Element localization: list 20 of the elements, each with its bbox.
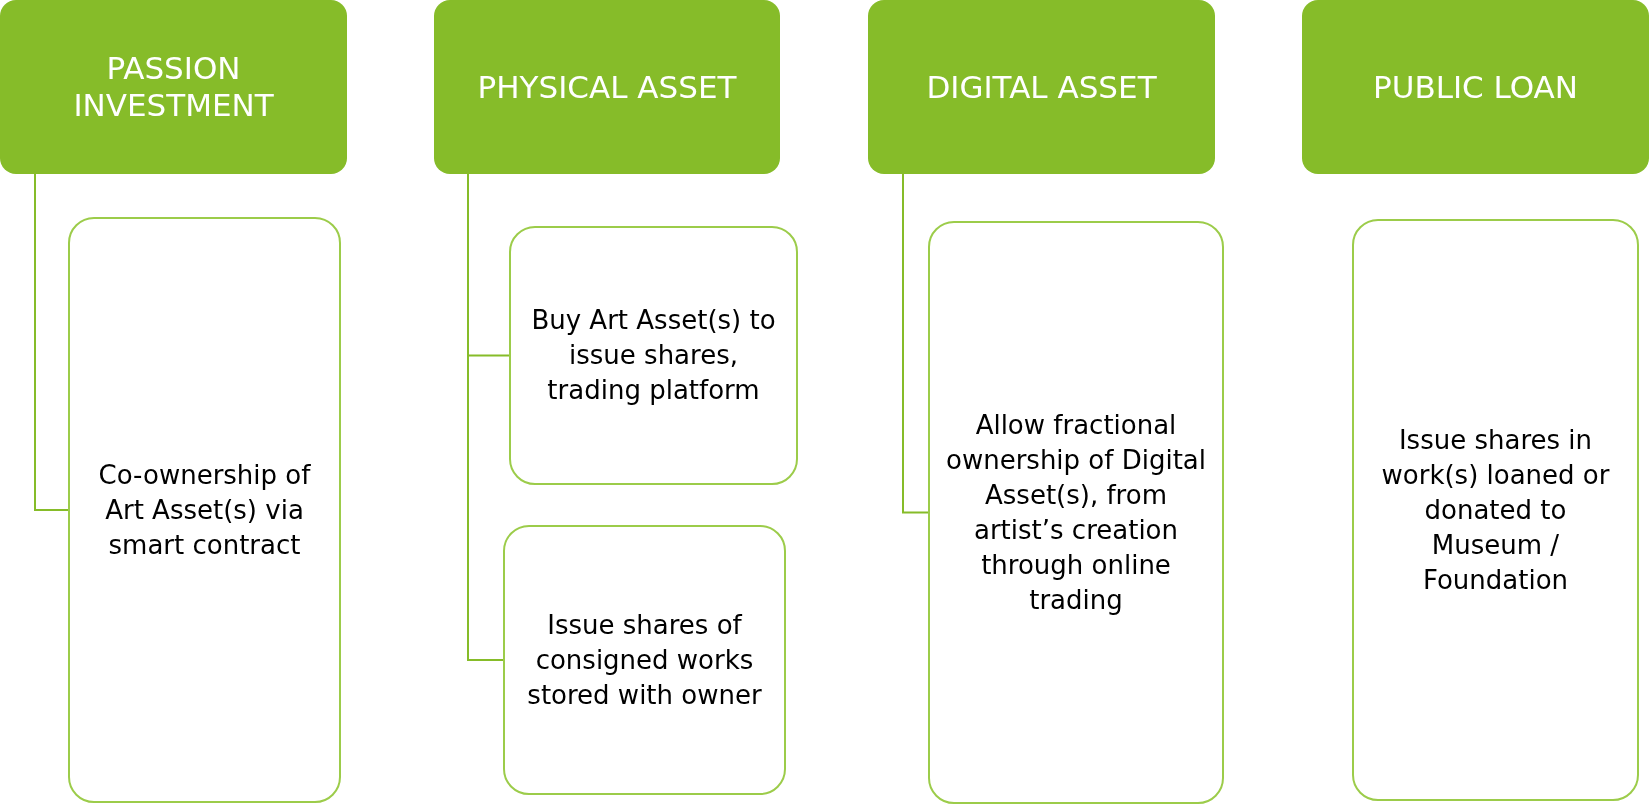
connector-line <box>902 173 929 514</box>
category-header-box <box>434 0 780 174</box>
description-box <box>68 217 341 803</box>
header-text: DIGITAL ASSET <box>926 68 1157 106</box>
description-text: Issue shares of consigned works stored with owner <box>526 608 763 712</box>
description-text: Allow fractional ownership of Digital Asset(s), from artist’s creation through online trading <box>945 408 1207 617</box>
description-text: Co-ownership of Art Asset(s) via smart contract <box>97 458 312 562</box>
header-text: PUBLIC LOAN <box>1373 68 1578 106</box>
category-header-box <box>868 0 1215 174</box>
category-header-box <box>0 0 347 174</box>
header-text: PASSION INVESTMENT <box>72 50 275 124</box>
description-text: Issue shares in work(s) loaned or donated to Museum / Foundation <box>1380 423 1611 597</box>
header-text: PHYSICAL ASSET <box>477 68 737 106</box>
description-text: Buy Art Asset(s) to issue shares, trading platform <box>530 304 777 407</box>
description-box <box>928 221 1224 804</box>
description-box <box>503 525 786 795</box>
description-box <box>1352 219 1639 801</box>
connector-line <box>34 173 69 511</box>
description-box <box>509 226 798 485</box>
category-header-box <box>1302 0 1649 174</box>
